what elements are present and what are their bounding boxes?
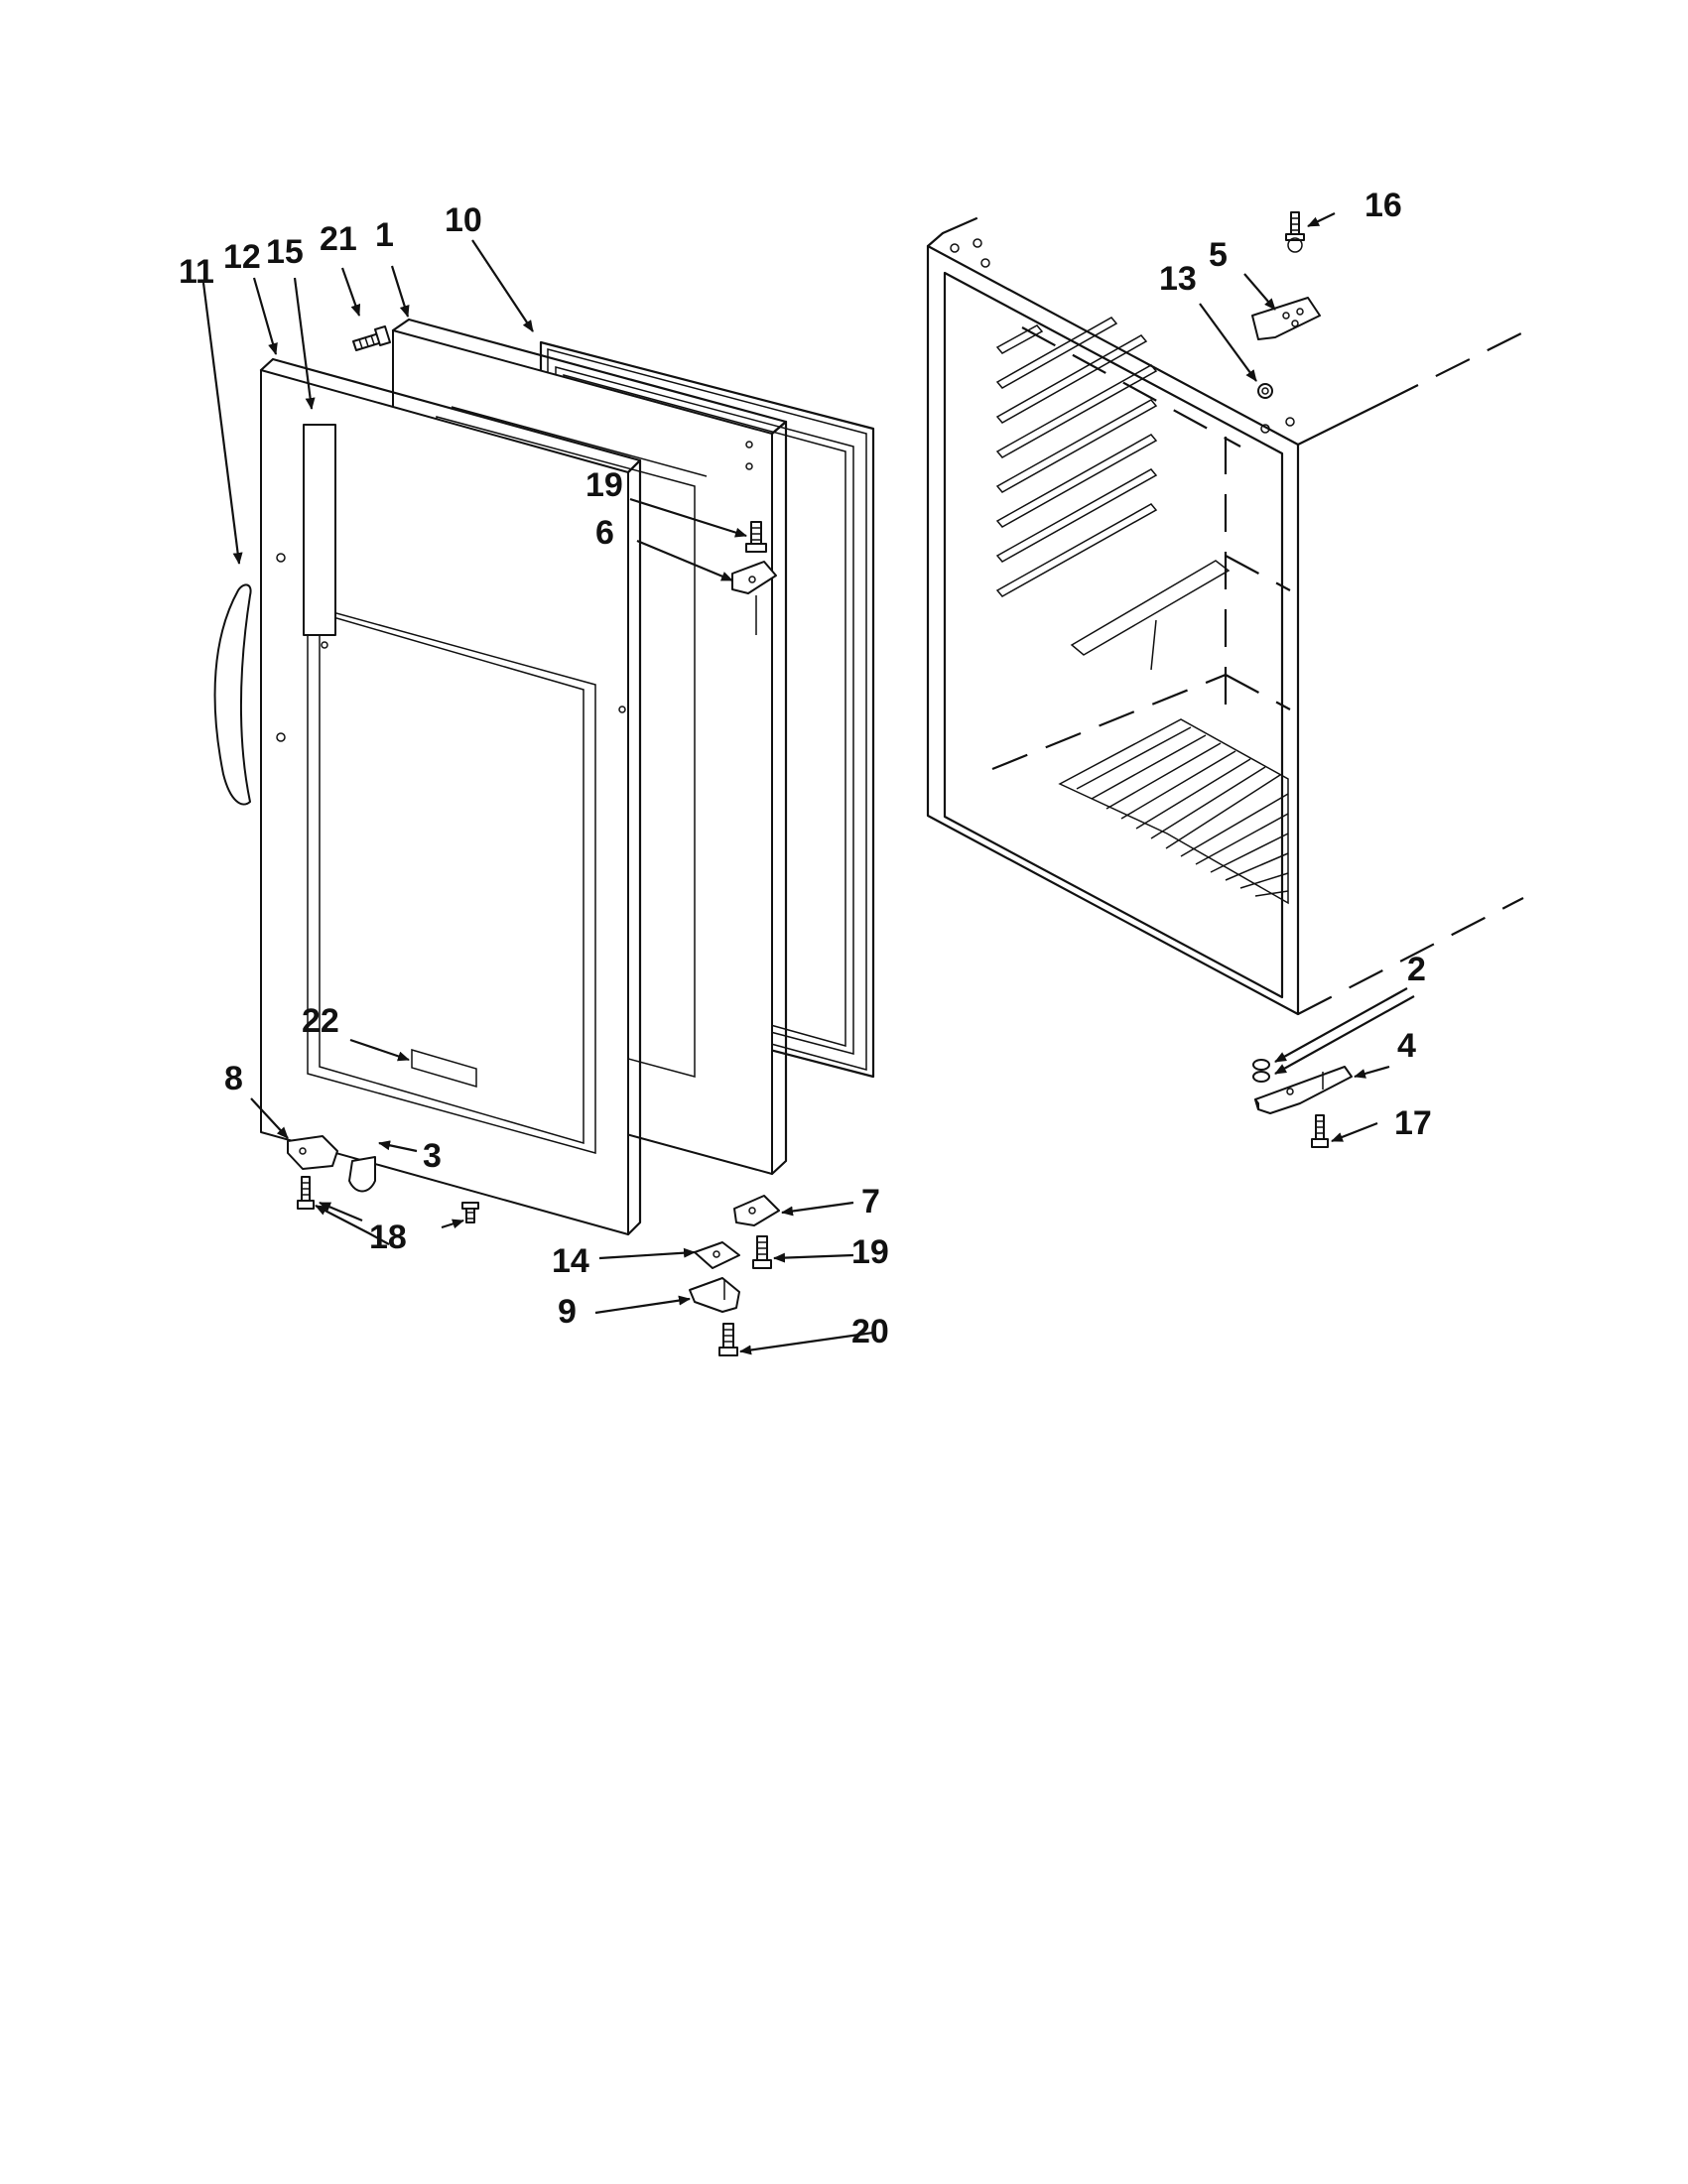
callout-22: 22: [302, 1002, 339, 1040]
door-outer-panel: [259, 357, 642, 1236]
door-top-hinge: [731, 521, 777, 635]
door-bottom-left-hardware: [287, 1135, 479, 1223]
callout-1: 1: [375, 216, 394, 254]
callout-14: 14: [552, 1242, 589, 1280]
bottom-hinge-assembly: [1252, 1059, 1353, 1148]
callout-2: 2: [1407, 951, 1426, 988]
cabinet: [926, 209, 1524, 1016]
callout-4: 4: [1397, 1027, 1416, 1065]
callout-labels: 1 2 3 4 5 6 7 8 9 10 11 12 13 14 15 16 1…: [179, 187, 1432, 1350]
callout-18: 18: [369, 1219, 407, 1256]
callout-8: 8: [224, 1060, 243, 1097]
callout-13: 13: [1159, 260, 1197, 298]
callout-19: 19: [585, 466, 623, 504]
callout-21: 21: [320, 220, 357, 258]
callout-19b: 19: [851, 1233, 889, 1271]
door-bottom-right-hardware: [689, 1195, 780, 1356]
screw-21: [352, 325, 391, 351]
top-hinge-assembly: [1251, 211, 1321, 399]
callout-5: 5: [1209, 236, 1228, 274]
callout-12: 12: [223, 238, 261, 276]
callout-15: 15: [266, 233, 304, 271]
trim-strip: [303, 424, 336, 636]
callout-9: 9: [558, 1293, 577, 1331]
callout-20: 20: [851, 1313, 889, 1350]
callout-11: 11: [179, 253, 214, 291]
callout-17: 17: [1394, 1104, 1432, 1142]
callout-3: 3: [423, 1137, 442, 1175]
callout-10: 10: [445, 201, 482, 239]
door-handle: [213, 583, 252, 806]
callout-16: 16: [1364, 187, 1402, 224]
leader-lines: [201, 212, 1415, 1355]
callout-6: 6: [595, 514, 614, 552]
callout-7: 7: [861, 1183, 880, 1220]
